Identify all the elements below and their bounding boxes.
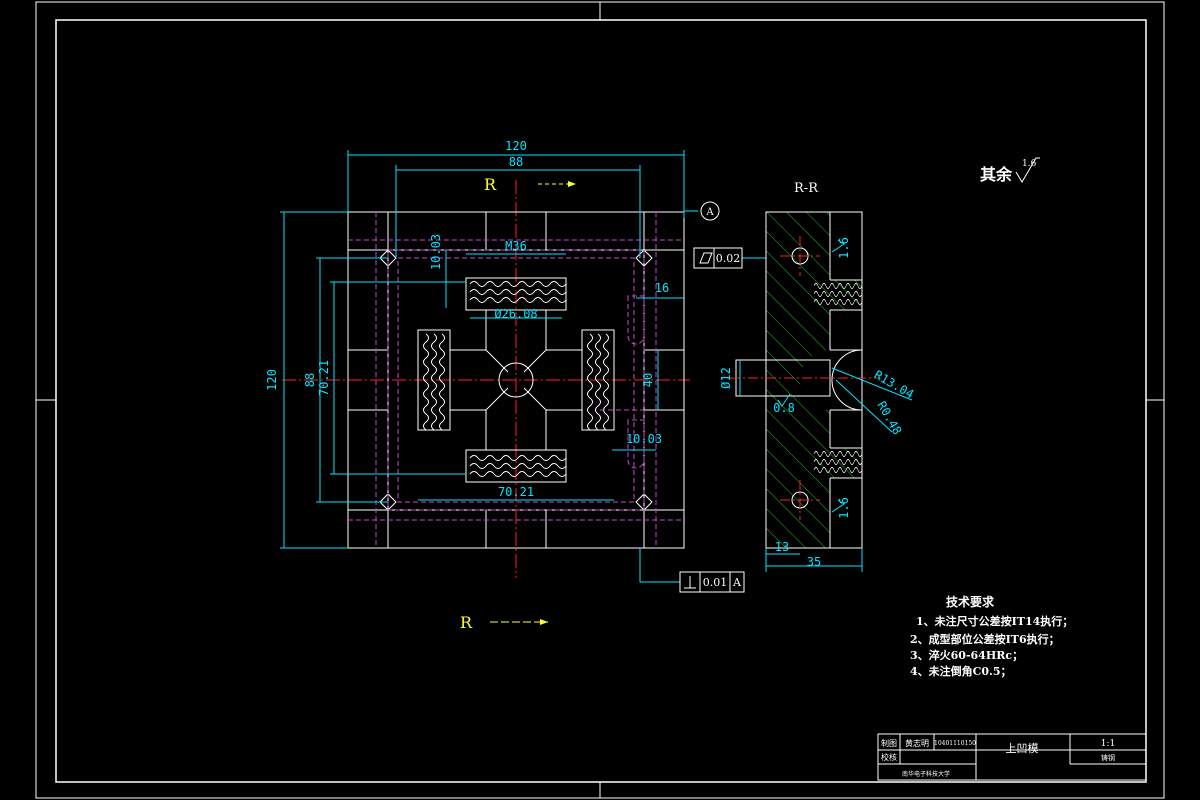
perpendicularity-frame: 0.01 A [679, 571, 745, 593]
perpendicular-value: 0.01 [703, 576, 728, 589]
dim-section-depth: 13 [775, 540, 789, 554]
dim-radius-small: R0.48 [874, 399, 904, 437]
title-check-label: 校核 [881, 752, 897, 762]
finish-symbols [777, 239, 845, 513]
dim-section-width: 35 [807, 555, 821, 569]
title-part-name: 上凹模 [1006, 742, 1039, 755]
dim-slot-width: 16 [655, 281, 669, 295]
section-view: R-R [719, 181, 916, 572]
section-view-title: R-R [794, 181, 819, 196]
surface-finish-label: 其余 [980, 165, 1013, 184]
title-drawn-label: 制图 [881, 738, 897, 748]
dimension-lines [280, 150, 766, 583]
tech-item-4: 4、未注倒角C0.5； [910, 664, 1012, 678]
dim-radius-large: R13.04 [872, 368, 917, 402]
datum-label: A [705, 207, 714, 218]
tech-item-2: 2、成型部位公差按IT6执行； [910, 632, 1060, 646]
section-dim-lines [739, 360, 913, 572]
tech-item-3: 3、淬火60-64HRc； [910, 648, 1023, 662]
tech-item-1: 1、未注尺寸公差按IT14执行； [916, 614, 1073, 628]
title-drawn-name: 黄志明 [905, 738, 929, 748]
title-material: 铸钢 [1101, 753, 1115, 762]
section-label-bottom: R [460, 613, 473, 632]
title-scale: 1:1 [1101, 739, 1115, 749]
hidden-lines [348, 212, 684, 548]
dim-offset-top: 10.03 [429, 234, 443, 270]
dim-center-height: 40 [641, 373, 655, 387]
section-markers: R R [460, 175, 576, 632]
tech-title: 技术要求 [946, 594, 995, 609]
dim-thread-top: M36 [505, 239, 527, 253]
section-centerlines [730, 236, 880, 520]
dim-pocket-width: 70.21 [498, 485, 534, 499]
finish-mark-3: 1.6 [837, 497, 851, 519]
thread-bottom [469, 455, 567, 477]
thread-right [587, 333, 609, 431]
dim-overall-width: 120 [505, 139, 527, 153]
datum-marker: A [700, 201, 720, 221]
dim-bore-top: Ø26.08 [494, 307, 537, 321]
sheet-frame [35, 1, 1165, 799]
dim-inner-width: 88 [509, 155, 523, 169]
dim-pocket-height: 70.21 [317, 360, 331, 396]
surface-finish-value: 1.6 [1022, 159, 1037, 169]
title-school: 南华电子科技大学 [902, 770, 950, 778]
dimension-texts: 120 88 120 88 70.21 10.03 M36 Ø26.08 16 … [265, 139, 669, 499]
thread-top [469, 281, 567, 303]
thread-left [423, 333, 445, 431]
flatness-frame: 0.02 [693, 247, 743, 269]
finish-mark-2: 1.6 [837, 237, 851, 259]
surface-finish-note: 其余 1.6 [980, 157, 1040, 184]
dim-overall-height: 120 [265, 369, 279, 391]
flatness-value: 0.02 [716, 252, 741, 265]
title-block: 制图 黄志明 10401110150 校核 上凹模 1:1 铸钢 南华电子科技大… [877, 733, 1147, 781]
dim-inner-height: 88 [303, 373, 317, 387]
section-hatch [766, 212, 862, 548]
centerlines [282, 180, 690, 578]
main-view: 120 88 120 88 70.21 10.03 M36 Ø26.08 16 … [265, 139, 766, 632]
title-drawn-id: 10401110150 [934, 740, 976, 747]
perpendicular-datum: A [732, 576, 742, 589]
tech-requirements: 技术要求 1、未注尺寸公差按IT14执行； 2、成型部位公差按IT6执行； 3、… [910, 594, 1073, 678]
section-label-top: R [484, 175, 497, 194]
dim-section-hole: Ø12 [719, 367, 733, 389]
surface-finish-icon [1015, 157, 1040, 183]
dim-offset-right: 10.03 [626, 432, 662, 446]
finish-mark-1: 0.8 [773, 401, 795, 415]
